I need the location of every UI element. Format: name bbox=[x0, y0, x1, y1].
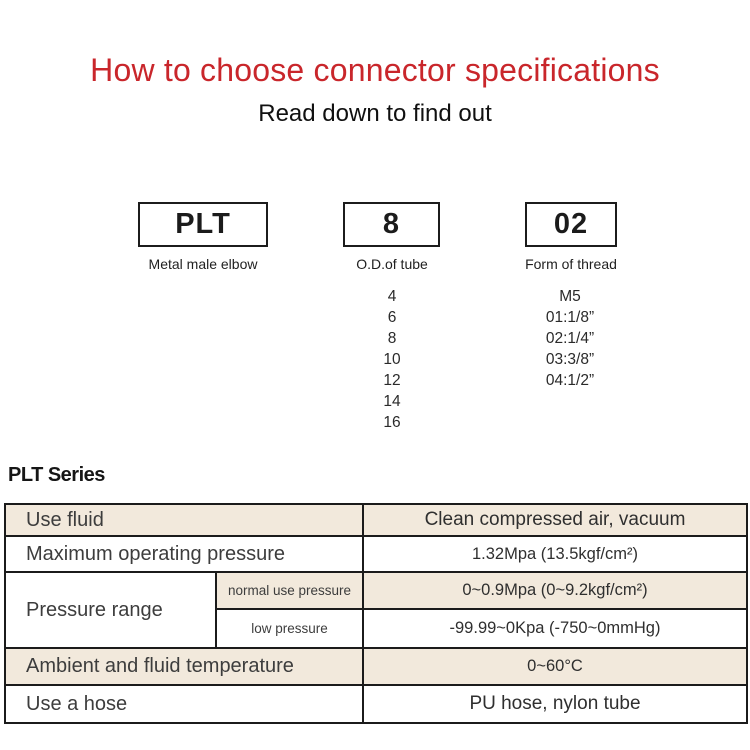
spec-label-max-pressure: Maximum operating pressure bbox=[4, 535, 364, 573]
table-row: Pressure range normal use pressure 0~0.9… bbox=[4, 571, 748, 649]
page-title: How to choose connector specifications bbox=[90, 52, 660, 88]
series-heading: PLT Series bbox=[8, 464, 105, 486]
thread-form-options: M5 01:1/8” 02:1/4” 03:3/8” 04:1/2” bbox=[505, 286, 635, 391]
tube-size-option: 14 bbox=[383, 393, 401, 410]
spec-label-temperature: Ambient and fluid temperature bbox=[4, 647, 364, 686]
spec-label-use-fluid: Use fluid bbox=[4, 503, 364, 537]
spec-sublabel-normal-pressure: normal use pressure bbox=[215, 571, 364, 610]
model-code-box-tube-od: 8 bbox=[343, 202, 440, 247]
spec-value-low-pressure: -99.99~0Kpa (-750~0mmHg) bbox=[362, 608, 748, 649]
page-subtitle: Read down to find out bbox=[258, 100, 492, 127]
thread-form-option: 03:3/8” bbox=[545, 351, 595, 368]
spec-value-normal-pressure: 0~0.9Mpa (0~9.2kgf/cm²) bbox=[362, 571, 748, 610]
label-tube-od: O.D.of tube bbox=[356, 256, 428, 272]
spec-value-hose: PU hose, nylon tube bbox=[362, 684, 748, 724]
table-row: Use fluid Clean compressed air, vacuum bbox=[4, 503, 748, 537]
tube-size-option: 4 bbox=[387, 288, 397, 305]
spec-label-hose: Use a hose bbox=[4, 684, 364, 724]
table-row: Ambient and fluid temperature 0~60°C bbox=[4, 647, 748, 686]
tube-size-option: 10 bbox=[383, 351, 401, 368]
model-code-series-text: PLT bbox=[175, 208, 231, 240]
spec-value-max-pressure: 1.32Mpa (13.5kgf/cm²) bbox=[362, 535, 748, 573]
model-code-box-thread: 02 bbox=[525, 202, 617, 247]
label-thread-form: Form of thread bbox=[525, 256, 617, 272]
table-row: low pressure -99.99~0Kpa (-750~0mmHg) bbox=[5, 608, 748, 649]
label-series-meaning: Metal male elbow bbox=[148, 256, 258, 272]
tube-size-option: 16 bbox=[383, 414, 401, 431]
tube-size-option: 12 bbox=[383, 372, 401, 389]
thread-form-option: 04:1/2” bbox=[545, 372, 595, 389]
spec-label-pressure-range: Pressure range bbox=[4, 571, 217, 649]
spec-value-use-fluid: Clean compressed air, vacuum bbox=[362, 503, 748, 537]
model-code-box-series: PLT bbox=[138, 202, 268, 247]
tube-size-option: 8 bbox=[387, 330, 397, 347]
thread-form-option: M5 bbox=[559, 288, 581, 305]
spec-table: Use fluid Clean compressed air, vacuum M… bbox=[4, 503, 748, 724]
thread-form-option: 02:1/4” bbox=[545, 330, 595, 347]
tube-size-options: 4 6 8 10 12 14 16 bbox=[342, 286, 442, 433]
model-code-tube-od-text: 8 bbox=[382, 208, 401, 240]
spec-sublabel-low-pressure: low pressure bbox=[215, 608, 364, 649]
table-row: Use a hose PU hose, nylon tube bbox=[4, 684, 748, 724]
tube-size-option: 6 bbox=[387, 309, 397, 326]
thread-form-option: 01:1/8” bbox=[545, 309, 595, 326]
model-code-thread-text: 02 bbox=[553, 208, 589, 240]
table-row: Maximum operating pressure 1.32Mpa (13.5… bbox=[4, 535, 748, 573]
spec-value-temperature: 0~60°C bbox=[362, 647, 748, 686]
